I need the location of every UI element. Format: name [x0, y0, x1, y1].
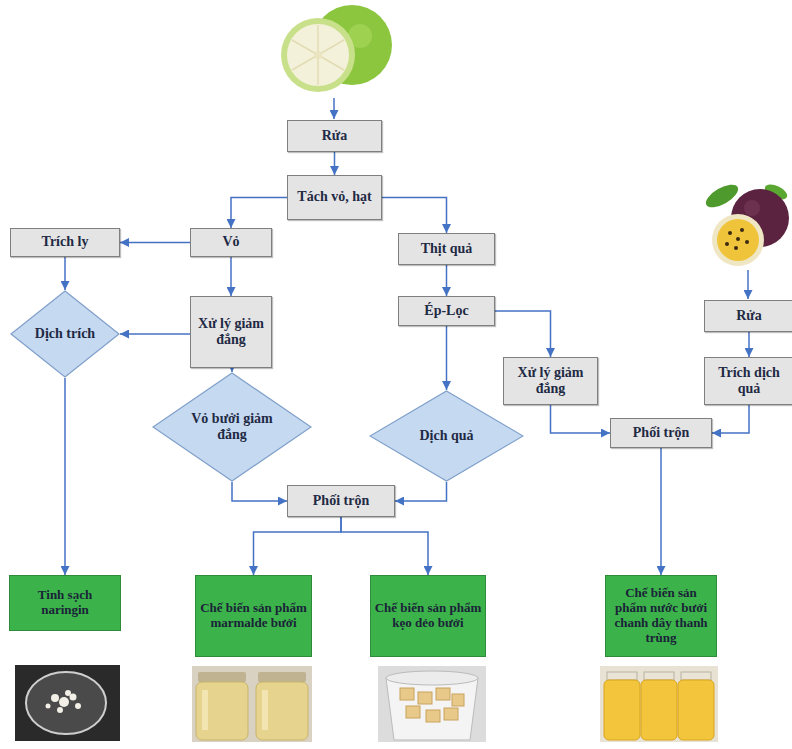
- node-label: Rửa: [708, 308, 790, 324]
- flow-arrow: [748, 332, 750, 357]
- process-box: Xử lý giảm đắng: [503, 357, 598, 405]
- node-label: Tách vỏ, hạt: [291, 189, 378, 205]
- product-box: Chế biến sản phẩm nước bưởi chanh dây th…: [605, 575, 717, 657]
- node-label: Vỏ: [194, 234, 268, 250]
- process-box: Thịt quả: [398, 233, 495, 265]
- flow-arrow: [120, 333, 190, 335]
- product-box: Chế biến sản phẩm marmalde bưởi: [195, 575, 312, 657]
- node-label: Dịch quả: [402, 428, 492, 444]
- node-label: Trích dịch quả: [708, 365, 790, 397]
- text-group: Phối trộn: [291, 493, 391, 509]
- arrow-line: [747, 270, 749, 299]
- text-group: Dịch trích: [33, 326, 97, 342]
- text-group: Tách vỏ, hạt: [291, 189, 378, 205]
- process-box: Rửa: [704, 300, 792, 332]
- flow-arrow: [254, 517, 342, 575]
- process-box: Trích dịch quả: [704, 357, 792, 405]
- flow-arrow: [232, 482, 287, 501]
- flow-arrow: [341, 517, 428, 575]
- naringin-photo: [15, 665, 120, 741]
- flow-arrow: [64, 257, 66, 290]
- process-box: Xử lý giảm đắng: [190, 296, 272, 368]
- text-group: Xử lý giảm đắng: [507, 365, 594, 397]
- flow-arrow: [551, 405, 611, 433]
- node-label: Phối trộn: [614, 425, 708, 441]
- juice-photo: [600, 666, 718, 742]
- node-label: Thịt quả: [402, 241, 491, 257]
- candy-photo: [378, 666, 486, 742]
- text-group: Vỏ: [194, 234, 268, 250]
- node-label: Phối trộn: [291, 493, 391, 509]
- flow-arrow: [334, 152, 336, 175]
- passion-fruit-picture: [702, 180, 789, 266]
- flow-arrow: [120, 242, 190, 244]
- flow-arrow: [660, 448, 662, 575]
- node-label: Chế biến sản phẩm kẹo dẻo bưởi: [374, 601, 482, 631]
- node-label: Rửa: [291, 128, 378, 144]
- flow-arrow: [64, 378, 66, 575]
- node-label: Xử lý giảm đắng: [507, 365, 594, 397]
- process-box: Phối trộn: [287, 485, 395, 517]
- pomelo-picture: [281, 5, 392, 92]
- text-group: Chế biến sản phẩm marmalde bưởi: [199, 601, 308, 631]
- text-group: Vỏ bưởi giảm đắng: [186, 411, 279, 443]
- decision-diamond: Dịch trích: [10, 290, 120, 378]
- product-box: Chế biến sản phẩm kẹo dẻo bưởi: [370, 575, 486, 657]
- process-box: Trích ly: [10, 228, 120, 257]
- text-group: Rửa: [291, 128, 378, 144]
- node-label: Ép-Lọc: [402, 303, 491, 319]
- flow-arrow: [231, 368, 233, 372]
- text-group: Rửa: [708, 308, 790, 324]
- text-group: Chế biến sản phẩm nước bưởi chanh dây th…: [609, 586, 713, 646]
- text-group: Dịch quả: [402, 428, 492, 444]
- flow-arrow: [382, 198, 447, 234]
- flow-arrow: [495, 311, 551, 357]
- flow-arrow: [395, 482, 447, 501]
- flow-arrow: [446, 326, 448, 390]
- text-group: Phối trộn: [614, 425, 708, 441]
- text-group: Tinh sạch naringin: [13, 588, 117, 618]
- text-group: Xử lý giảm đắng: [194, 316, 268, 348]
- process-box: Vỏ: [190, 228, 272, 257]
- text-group: Trích ly: [14, 234, 116, 250]
- node-label: Tinh sạch naringin: [13, 588, 117, 618]
- flow-arrow: [446, 265, 448, 296]
- node-label: Chế biến sản phẩm marmalde bưởi: [199, 601, 308, 631]
- process-box: Rửa: [287, 120, 382, 152]
- text-group: Trích dịch quả: [708, 365, 790, 397]
- text-group: Thịt quả: [402, 241, 491, 257]
- arrow-line: [333, 98, 335, 119]
- product-box: Tinh sạch naringin: [9, 575, 121, 631]
- marmalade-photo: [192, 666, 312, 742]
- process-box: Phối trộn: [610, 418, 712, 448]
- node-label: Trích ly: [14, 234, 116, 250]
- node-label: Dịch trích: [33, 326, 97, 342]
- text-group: Ép-Lọc: [402, 303, 491, 319]
- node-label: Chế biến sản phẩm nước bưởi chanh dây th…: [609, 586, 713, 646]
- flow-arrow: [230, 257, 232, 296]
- flow-arrow: [231, 198, 287, 229]
- node-label: Vỏ bưởi giảm đắng: [186, 411, 279, 443]
- process-box: Tách vỏ, hạt: [287, 175, 382, 220]
- flow-arrow: [712, 405, 749, 433]
- decision-diamond: Dịch quả: [369, 390, 524, 482]
- decision-diamond: Vỏ bưởi giảm đắng: [152, 372, 312, 482]
- node-label: Xử lý giảm đắng: [194, 316, 268, 348]
- text-group: Chế biến sản phẩm kẹo dẻo bưởi: [374, 601, 482, 631]
- process-box: Ép-Lọc: [398, 296, 495, 326]
